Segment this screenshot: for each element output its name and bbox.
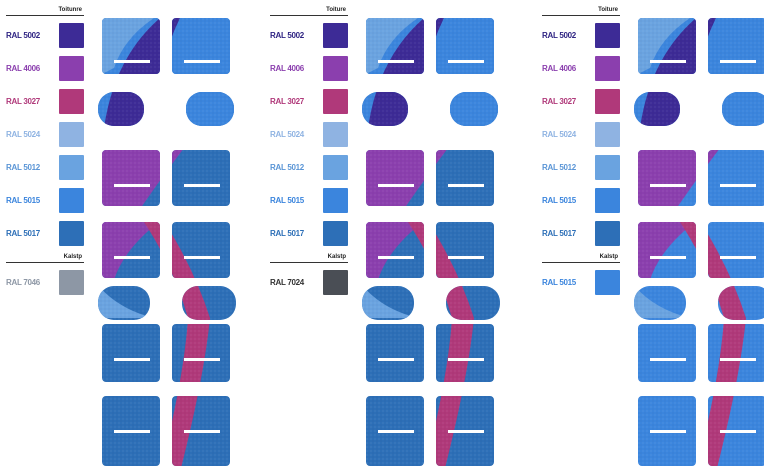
color-swatch [323,56,348,81]
ral-label: RAL 4006 [6,64,40,73]
legend-row: RAL 4006 [6,55,84,83]
color-swatch [323,122,348,147]
legend-row: RAL 5015 [6,187,84,215]
color-legend: Toiture RAL 5002 RAL 4006 RAL 3027 RAL 5… [542,6,620,302]
color-swatch [323,270,348,295]
color-swatch [595,188,620,213]
legend-row: RAL 5015 [542,269,620,297]
ral-label: RAL 4006 [270,64,304,73]
legend-row: RAL 7046 [6,269,84,297]
legend-row: RAL 5017 [542,220,620,248]
ral-label: RAL 5024 [542,130,576,139]
color-legend: Toitunre RAL 5002 RAL 4006 RAL 3027 RAL … [6,6,84,302]
color-swatch [595,155,620,180]
legend-row: RAL 4006 [270,55,348,83]
roof-header: Toitunre [6,6,84,16]
legend-row: RAL 5015 [270,187,348,215]
ral-label: RAL 4006 [542,64,576,73]
ral-label: RAL 5015 [6,196,40,205]
ral-label: RAL 5015 [542,278,576,287]
color-swatch [323,23,348,48]
ral-label: RAL 5012 [270,163,304,172]
color-swatch [595,122,620,147]
legend-row: RAL 5012 [6,154,84,182]
ral-label: RAL 3027 [542,97,576,106]
color-swatch [59,270,84,295]
color-swatch [59,89,84,114]
color-swatch [59,188,84,213]
ral-label: RAL 3027 [270,97,304,106]
legend-row: RAL 5017 [6,220,84,248]
scheme-panel-1: Toitunre RAL 5002 RAL 4006 RAL 3027 RAL … [0,0,250,472]
legend-row: RAL 5002 [270,22,348,50]
color-swatch [59,221,84,246]
color-legend: Toiture RAL 5002 RAL 4006 RAL 3027 RAL 5… [270,6,348,302]
ral-label: RAL 5012 [542,163,576,172]
ral-label: RAL 5002 [542,31,576,40]
legend-row: RAL 5024 [6,121,84,149]
legend-row: RAL 4006 [542,55,620,83]
legend-row: RAL 3027 [6,88,84,116]
ral-label: RAL 5015 [542,196,576,205]
legend-row: RAL 5024 [270,121,348,149]
legend-row: RAL 5002 [6,22,84,50]
legend-row: RAL 5015 [542,187,620,215]
roof-header: Toiture [270,6,348,16]
scheme-panel-3: Toiture RAL 5002 RAL 4006 RAL 3027 RAL 5… [536,0,764,472]
legend-row: RAL 3027 [542,88,620,116]
ral-label: RAL 5017 [270,229,304,238]
legend-row: RAL 5012 [542,154,620,182]
color-swatch [59,155,84,180]
color-swatch [595,89,620,114]
ral-label: RAL 5024 [270,130,304,139]
color-swatch [59,122,84,147]
scheme-panel-2: Toiture RAL 5002 RAL 4006 RAL 3027 RAL 5… [264,0,514,472]
secondary-header: Kalstp [270,253,348,263]
color-swatch [323,155,348,180]
legend-row: RAL 5002 [542,22,620,50]
legend-row: RAL 5012 [270,154,348,182]
roof-header: Toiture [542,6,620,16]
ral-label: RAL 5017 [6,229,40,238]
color-swatch [59,56,84,81]
ral-label: RAL 7024 [270,278,304,287]
ral-label: RAL 3027 [6,97,40,106]
color-swatch [323,89,348,114]
color-swatch [323,221,348,246]
color-swatch [595,221,620,246]
legend-row: RAL 3027 [270,88,348,116]
ral-label: RAL 5002 [6,31,40,40]
color-swatch [323,188,348,213]
secondary-header: Kalstp [6,253,84,263]
ral-label: RAL 5017 [542,229,576,238]
vehicle-roof-diagram [634,18,764,466]
color-swatch [595,23,620,48]
legend-row: RAL 5017 [270,220,348,248]
ral-label: RAL 5015 [270,196,304,205]
color-swatch [59,23,84,48]
color-swatch [595,270,620,295]
vehicle-roof-diagram [98,18,236,466]
secondary-header: Kalstp [542,253,620,263]
legend-row: RAL 5024 [542,121,620,149]
ral-label: RAL 7046 [6,278,40,287]
ral-label: RAL 5002 [270,31,304,40]
ral-label: RAL 5024 [6,130,40,139]
ral-label: RAL 5012 [6,163,40,172]
legend-row: RAL 7024 [270,269,348,297]
color-swatch [595,56,620,81]
vehicle-roof-diagram [362,18,500,466]
